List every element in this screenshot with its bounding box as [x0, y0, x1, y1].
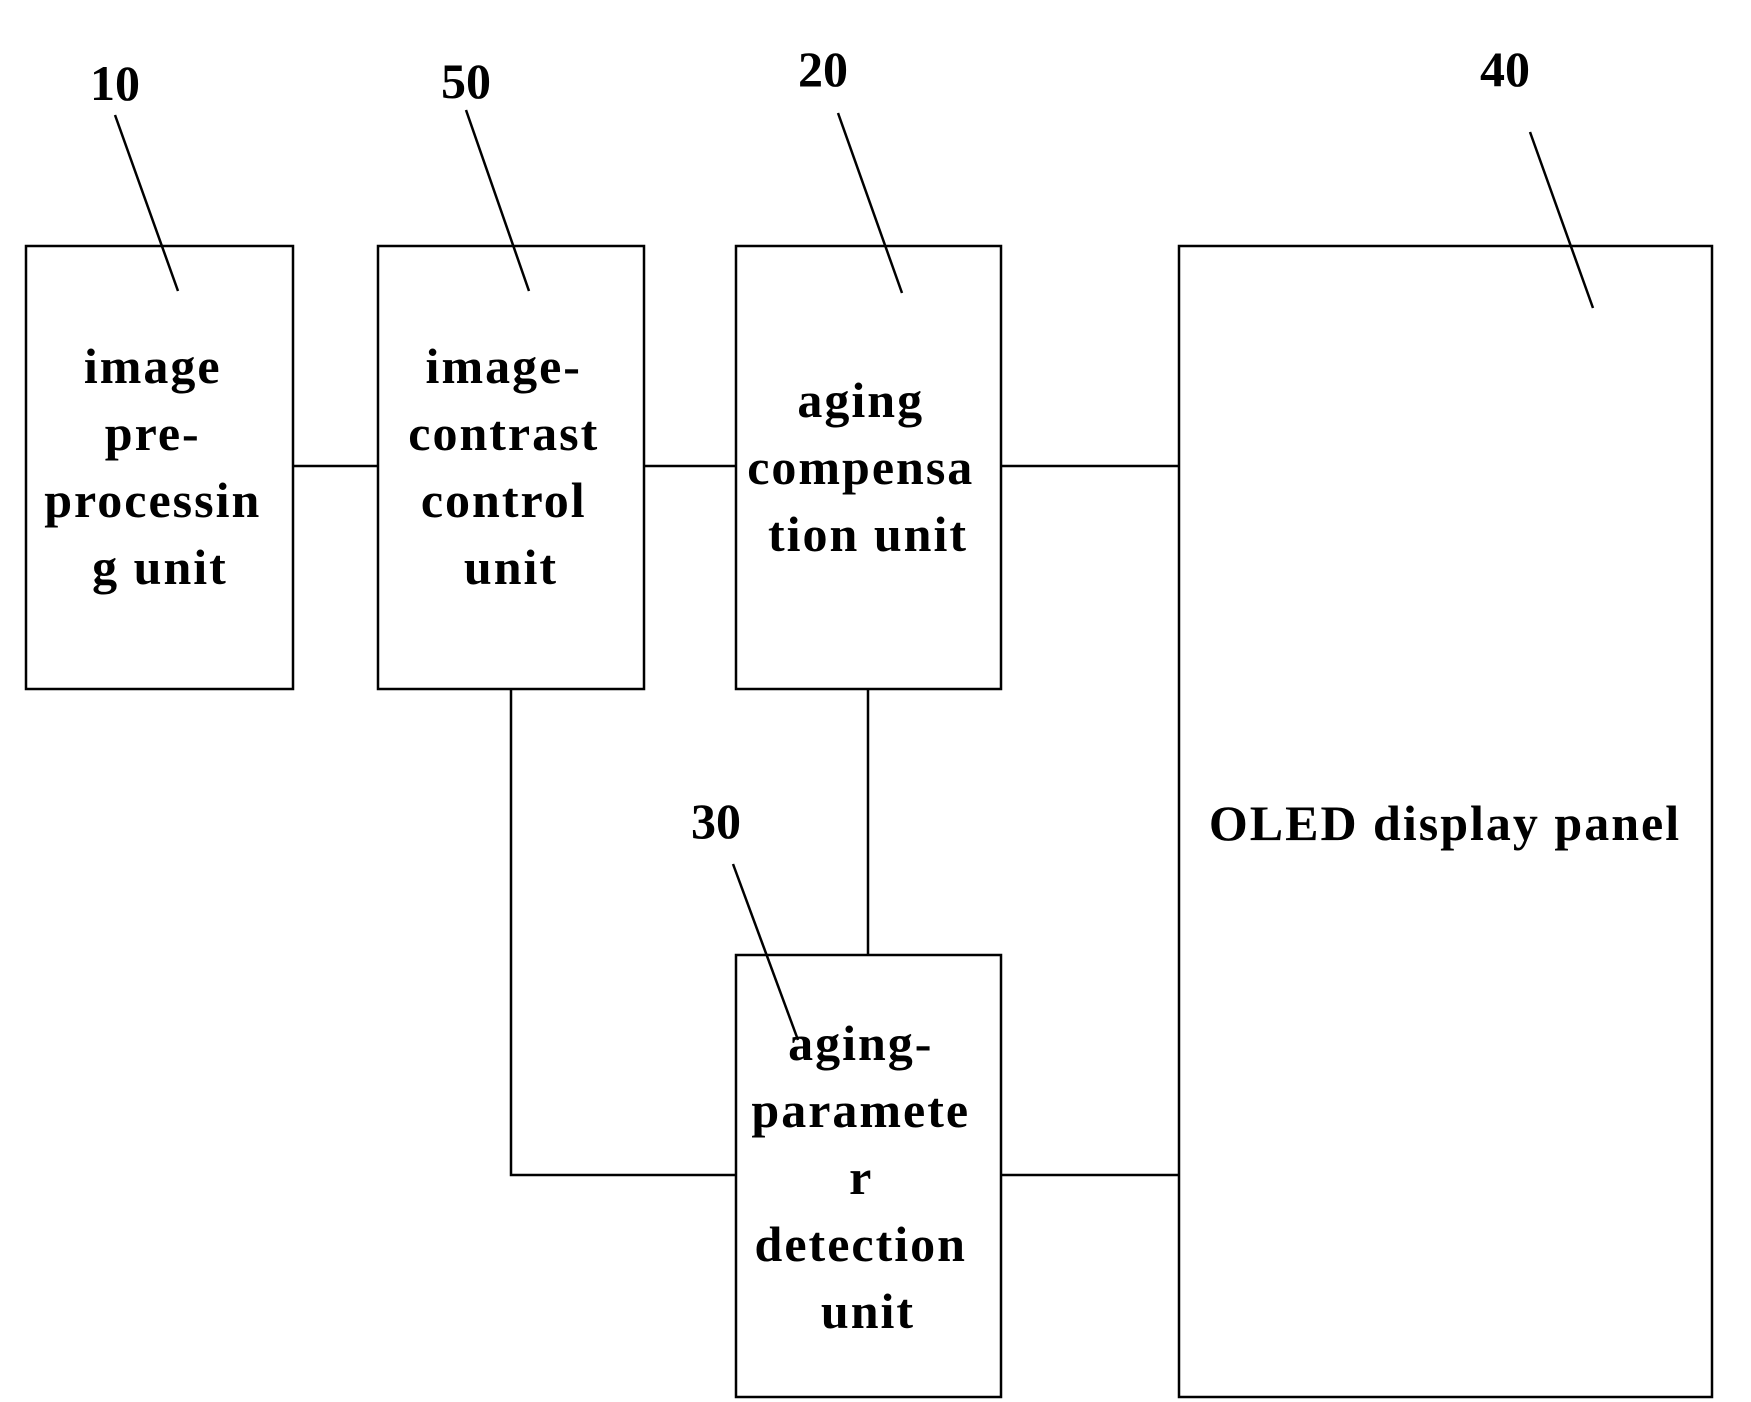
label-line: contrast	[408, 405, 599, 461]
label-line: g unit	[92, 539, 228, 595]
label-line: r	[849, 1149, 872, 1205]
label-line: aging	[797, 372, 924, 428]
label-line: unit	[464, 539, 558, 595]
label-line: detection	[755, 1216, 967, 1272]
wire-contrast-to-detection	[511, 689, 736, 1175]
label-line: tion unit	[768, 506, 968, 562]
ref-numeral-20: 20	[798, 41, 848, 97]
ref-numeral-30: 30	[691, 793, 741, 849]
image-contrast-control-unit-box	[378, 246, 644, 689]
image-preprocessing-unit-box	[26, 246, 293, 689]
label-line: control	[421, 472, 587, 528]
label-line: aging-	[788, 1015, 933, 1071]
oled-display-panel-label: OLED display panel	[1209, 795, 1681, 851]
label-line: processin	[44, 472, 261, 528]
label-line: paramete	[751, 1082, 970, 1138]
label-line: compensa	[747, 439, 974, 495]
ref-numeral-40: 40	[1480, 41, 1530, 97]
label-line: unit	[821, 1283, 915, 1339]
label-line: OLED display panel	[1209, 795, 1681, 851]
ref-numeral-10: 10	[90, 55, 140, 111]
label-line: image	[84, 338, 222, 394]
label-line: image-	[426, 338, 582, 394]
label-line: pre-	[105, 405, 201, 461]
ref-numeral-50: 50	[441, 53, 491, 109]
